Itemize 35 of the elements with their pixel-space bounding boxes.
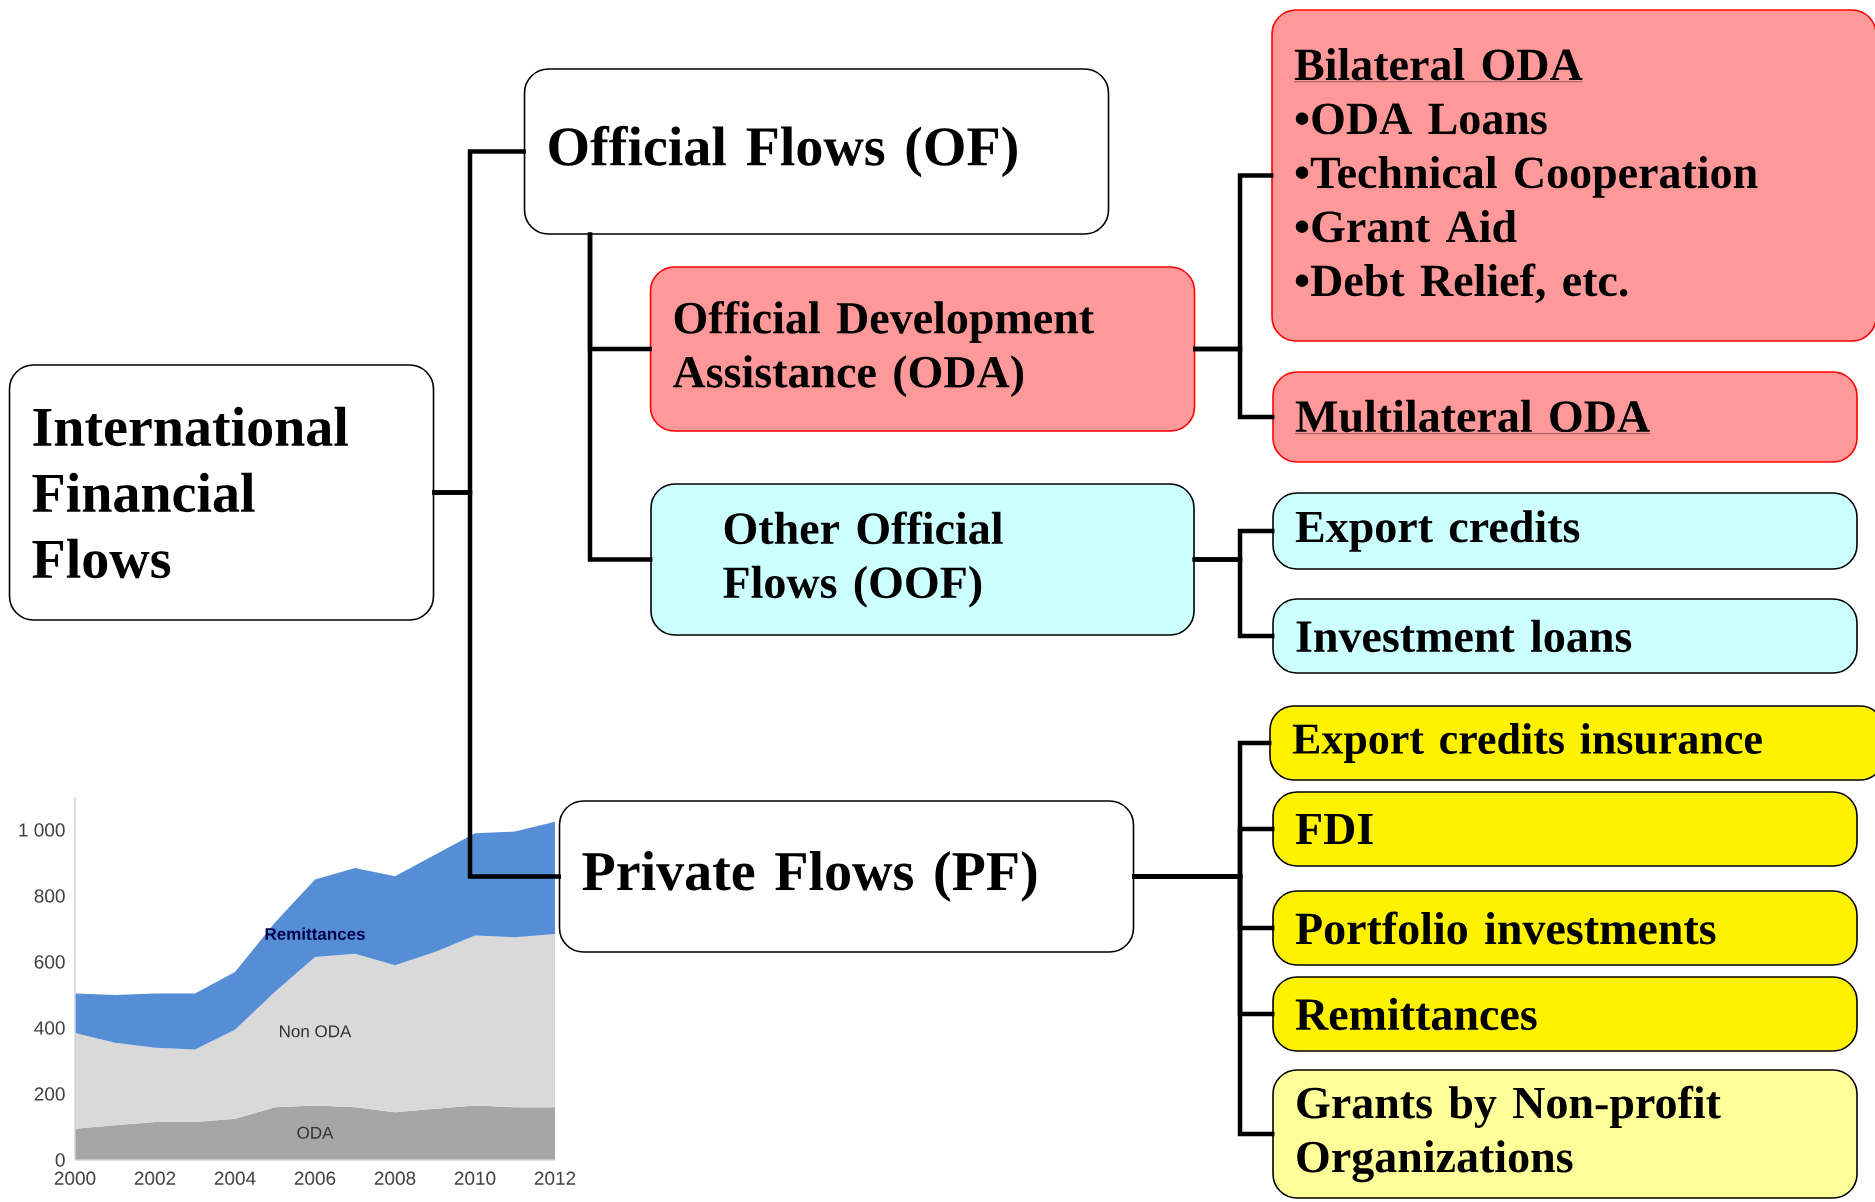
tick-label: 400: [34, 1021, 65, 1035]
connector-line: [1193, 346, 1275, 420]
category-box: Private Flows (PF): [558, 800, 1135, 953]
tick-label: 2000: [54, 1171, 96, 1185]
tick-label: 2010: [454, 1171, 496, 1185]
tick-label: 1 000: [19, 823, 65, 837]
tick-label: 2006: [294, 1171, 336, 1185]
category-box: Official Development Assistance (ODA): [649, 266, 1196, 432]
connector-line: [587, 232, 653, 562]
category-box: Remittances: [1272, 976, 1858, 1052]
tick-label: 0: [55, 1153, 65, 1167]
category-box: Export credits insurance: [1269, 705, 1875, 781]
tick-label: 600: [34, 955, 65, 969]
category-box: Investment loans: [1272, 598, 1858, 674]
series-label: Remittances: [265, 927, 365, 941]
tick-label: 2004: [214, 1171, 256, 1185]
tick-label: 2012: [534, 1171, 576, 1185]
category-box: Multilateral ODA: [1272, 371, 1858, 463]
category-box: Bilateral ODA •ODA Loans •Technical Cooperation •Grant Aid •Debt Relief, etc.: [1271, 9, 1875, 342]
connector-line: [1192, 557, 1275, 639]
tick-label: 2008: [374, 1171, 416, 1185]
category-box: FDI: [1272, 791, 1858, 867]
series-label: Non ODA: [280, 1025, 352, 1038]
tick-label: 200: [34, 1087, 65, 1101]
category-box: Official Flows (OF): [523, 68, 1110, 235]
category-box: Export credits: [1272, 492, 1858, 570]
category-box: Portfolio investments: [1272, 890, 1858, 966]
connector-line: [1132, 874, 1275, 1137]
tick-label: 2002: [134, 1171, 176, 1185]
category-box: International Financial Flows: [8, 364, 435, 621]
category-box: Other Official Flows (OOF): [650, 483, 1195, 636]
connector-line: [432, 490, 561, 879]
series-label: ODA: [297, 1126, 334, 1139]
tick-label: 800: [34, 889, 65, 903]
category-box: Grants by Non-profit Organizations: [1272, 1069, 1858, 1199]
